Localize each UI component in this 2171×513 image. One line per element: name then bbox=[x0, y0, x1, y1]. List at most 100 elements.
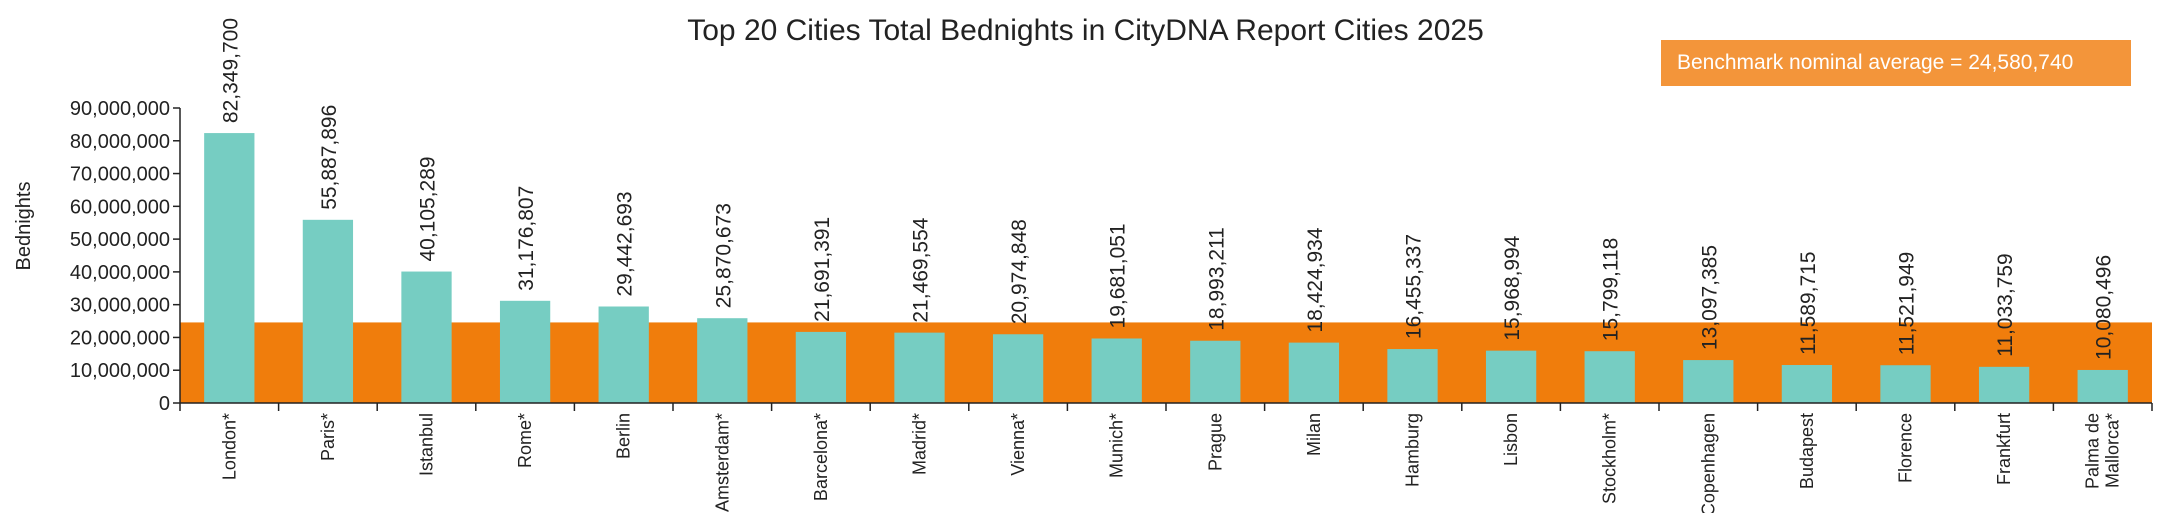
y-tick-label: 20,000,000 bbox=[70, 327, 170, 349]
y-tick-label: 0 bbox=[159, 393, 170, 415]
bar bbox=[401, 271, 452, 403]
x-tick-label: Palma deMallorca* bbox=[2083, 413, 2123, 489]
x-tick-label-line: Amsterdam* bbox=[712, 413, 732, 512]
x-tick-label: Prague bbox=[1205, 413, 1225, 471]
benchmark-label: Benchmark nominal average = 24,580,740 bbox=[1661, 40, 2131, 86]
x-tick-label-line: Florence bbox=[1896, 413, 1916, 483]
bar bbox=[992, 334, 1044, 403]
bar bbox=[598, 306, 649, 403]
x-tick-label-line: Palma de bbox=[2083, 413, 2103, 489]
data-label: 21,691,391 bbox=[811, 217, 834, 322]
x-tick-label-line: Budapest bbox=[1797, 413, 1817, 489]
bar bbox=[1978, 366, 2030, 403]
benchmark-band bbox=[180, 322, 2152, 403]
x-ticks-layer: London* Paris* Istanbul Rome* Berlin Amsterda… bbox=[179, 403, 2153, 513]
y-tick-label: 40,000,000 bbox=[70, 262, 170, 284]
bar bbox=[1584, 351, 1635, 403]
data-label: 21,469,554 bbox=[910, 217, 933, 322]
x-tick-label-line: Rome* bbox=[515, 413, 535, 468]
x-tick-label-line: Copenhagen bbox=[1698, 413, 1718, 513]
data-label: 29,442,693 bbox=[614, 191, 637, 296]
chart-title: Top 20 Cities Total Bednights in CityDNA… bbox=[687, 14, 1484, 47]
data-label: 11,033,759 bbox=[1994, 253, 2017, 357]
x-tick-label-line: Hamburg bbox=[1403, 413, 1423, 487]
y-ticks-layer: 0 10,000,000 20,000,000 30,000,000 40,000,00… bbox=[70, 98, 180, 415]
data-label: 20,974,848 bbox=[1008, 219, 1031, 324]
x-tick-label-line: Lisbon bbox=[1501, 413, 1521, 466]
bar bbox=[204, 133, 255, 403]
x-tick-label-line: Frankfurt bbox=[1994, 413, 2014, 485]
x-tick-label: London* bbox=[219, 413, 239, 480]
x-tick-label-line: Vienna* bbox=[1008, 413, 1028, 476]
x-tick-label: Vienna* bbox=[1008, 413, 1028, 476]
x-tick-label: Florence bbox=[1896, 413, 1916, 483]
x-tick-label: Frankfurt bbox=[1994, 413, 2014, 485]
data-label: 19,681,051 bbox=[1107, 223, 1130, 328]
x-tick-label-line: Mallorca* bbox=[2103, 413, 2123, 488]
x-tick-label: Lisbon bbox=[1501, 413, 1521, 466]
x-tick-label-line: London* bbox=[219, 413, 239, 480]
x-tick-label: Amsterdam* bbox=[712, 413, 732, 512]
x-tick-label-line: Milan bbox=[1304, 413, 1324, 456]
x-tick-label: Budapest bbox=[1797, 413, 1817, 489]
data-label: 25,870,673 bbox=[712, 203, 735, 308]
bar bbox=[1288, 342, 1340, 403]
x-tick-label: Barcelona* bbox=[811, 413, 831, 501]
x-tick-label-line: Munich* bbox=[1107, 413, 1127, 478]
data-label: 15,968,994 bbox=[1501, 235, 1524, 340]
bar bbox=[1387, 349, 1438, 403]
y-tick-label: 60,000,000 bbox=[70, 196, 170, 218]
bar bbox=[1683, 360, 1734, 403]
y-tick-label: 50,000,000 bbox=[70, 229, 170, 251]
data-label: 82,349,700 bbox=[219, 18, 242, 123]
x-tick-label-line: Madrid* bbox=[910, 413, 930, 475]
bar bbox=[697, 318, 748, 403]
data-label: 16,455,337 bbox=[1403, 234, 1426, 339]
y-tick-label: 80,000,000 bbox=[70, 131, 170, 153]
y-tick-label: 90,000,000 bbox=[70, 98, 170, 120]
data-label: 10,080,496 bbox=[2093, 255, 2116, 360]
x-tick-label-line: Istanbul bbox=[417, 413, 437, 476]
data-label: 40,105,289 bbox=[417, 156, 440, 261]
y-tick-label: 30,000,000 bbox=[70, 295, 170, 317]
bar bbox=[302, 219, 354, 403]
x-tick-label: Copenhagen bbox=[1698, 413, 1718, 513]
x-tick-label-line: Barcelona* bbox=[811, 413, 831, 501]
bar bbox=[2077, 369, 2128, 403]
data-label: 13,097,385 bbox=[1698, 245, 1721, 350]
data-label: 11,521,949 bbox=[1896, 252, 1919, 356]
bar bbox=[894, 332, 945, 403]
y-tick-label: 10,000,000 bbox=[70, 360, 170, 382]
bar bbox=[1485, 350, 1537, 403]
y-axis-label: Bednights bbox=[13, 182, 35, 271]
data-label: 11,589,715 bbox=[1797, 251, 1820, 355]
x-tick-label: Berlin bbox=[614, 413, 634, 459]
bar bbox=[1781, 365, 1833, 403]
x-tick-label-line: Berlin bbox=[614, 413, 634, 459]
x-tick-label-line: Stockholm* bbox=[1600, 413, 1620, 504]
data-label: 18,993,211 bbox=[1205, 227, 1228, 331]
benchmark-band-layer bbox=[180, 322, 2152, 403]
x-tick-label: Munich* bbox=[1107, 413, 1127, 478]
x-tick-label-line: Prague bbox=[1205, 413, 1225, 471]
x-tick-label: Milan bbox=[1304, 413, 1324, 456]
bar bbox=[1091, 338, 1142, 403]
x-tick-label: Hamburg bbox=[1403, 413, 1423, 487]
x-tick-label: Madrid* bbox=[910, 413, 930, 475]
bars-layer bbox=[204, 133, 2128, 403]
x-tick-label: Rome* bbox=[515, 413, 535, 468]
x-tick-label: Paris* bbox=[318, 413, 338, 461]
bar bbox=[499, 300, 551, 403]
x-tick-label: Stockholm* bbox=[1600, 413, 1620, 504]
bar bbox=[1190, 340, 1241, 403]
bar bbox=[795, 331, 847, 403]
data-label: 15,799,118 bbox=[1600, 238, 1623, 342]
y-tick-label: 70,000,000 bbox=[70, 164, 170, 186]
data-label: 55,887,896 bbox=[318, 105, 341, 210]
data-label: 18,424,934 bbox=[1304, 227, 1327, 332]
x-tick-label-line: Paris* bbox=[318, 413, 338, 461]
x-tick-label: Istanbul bbox=[417, 413, 437, 476]
bar bbox=[1880, 365, 1931, 403]
